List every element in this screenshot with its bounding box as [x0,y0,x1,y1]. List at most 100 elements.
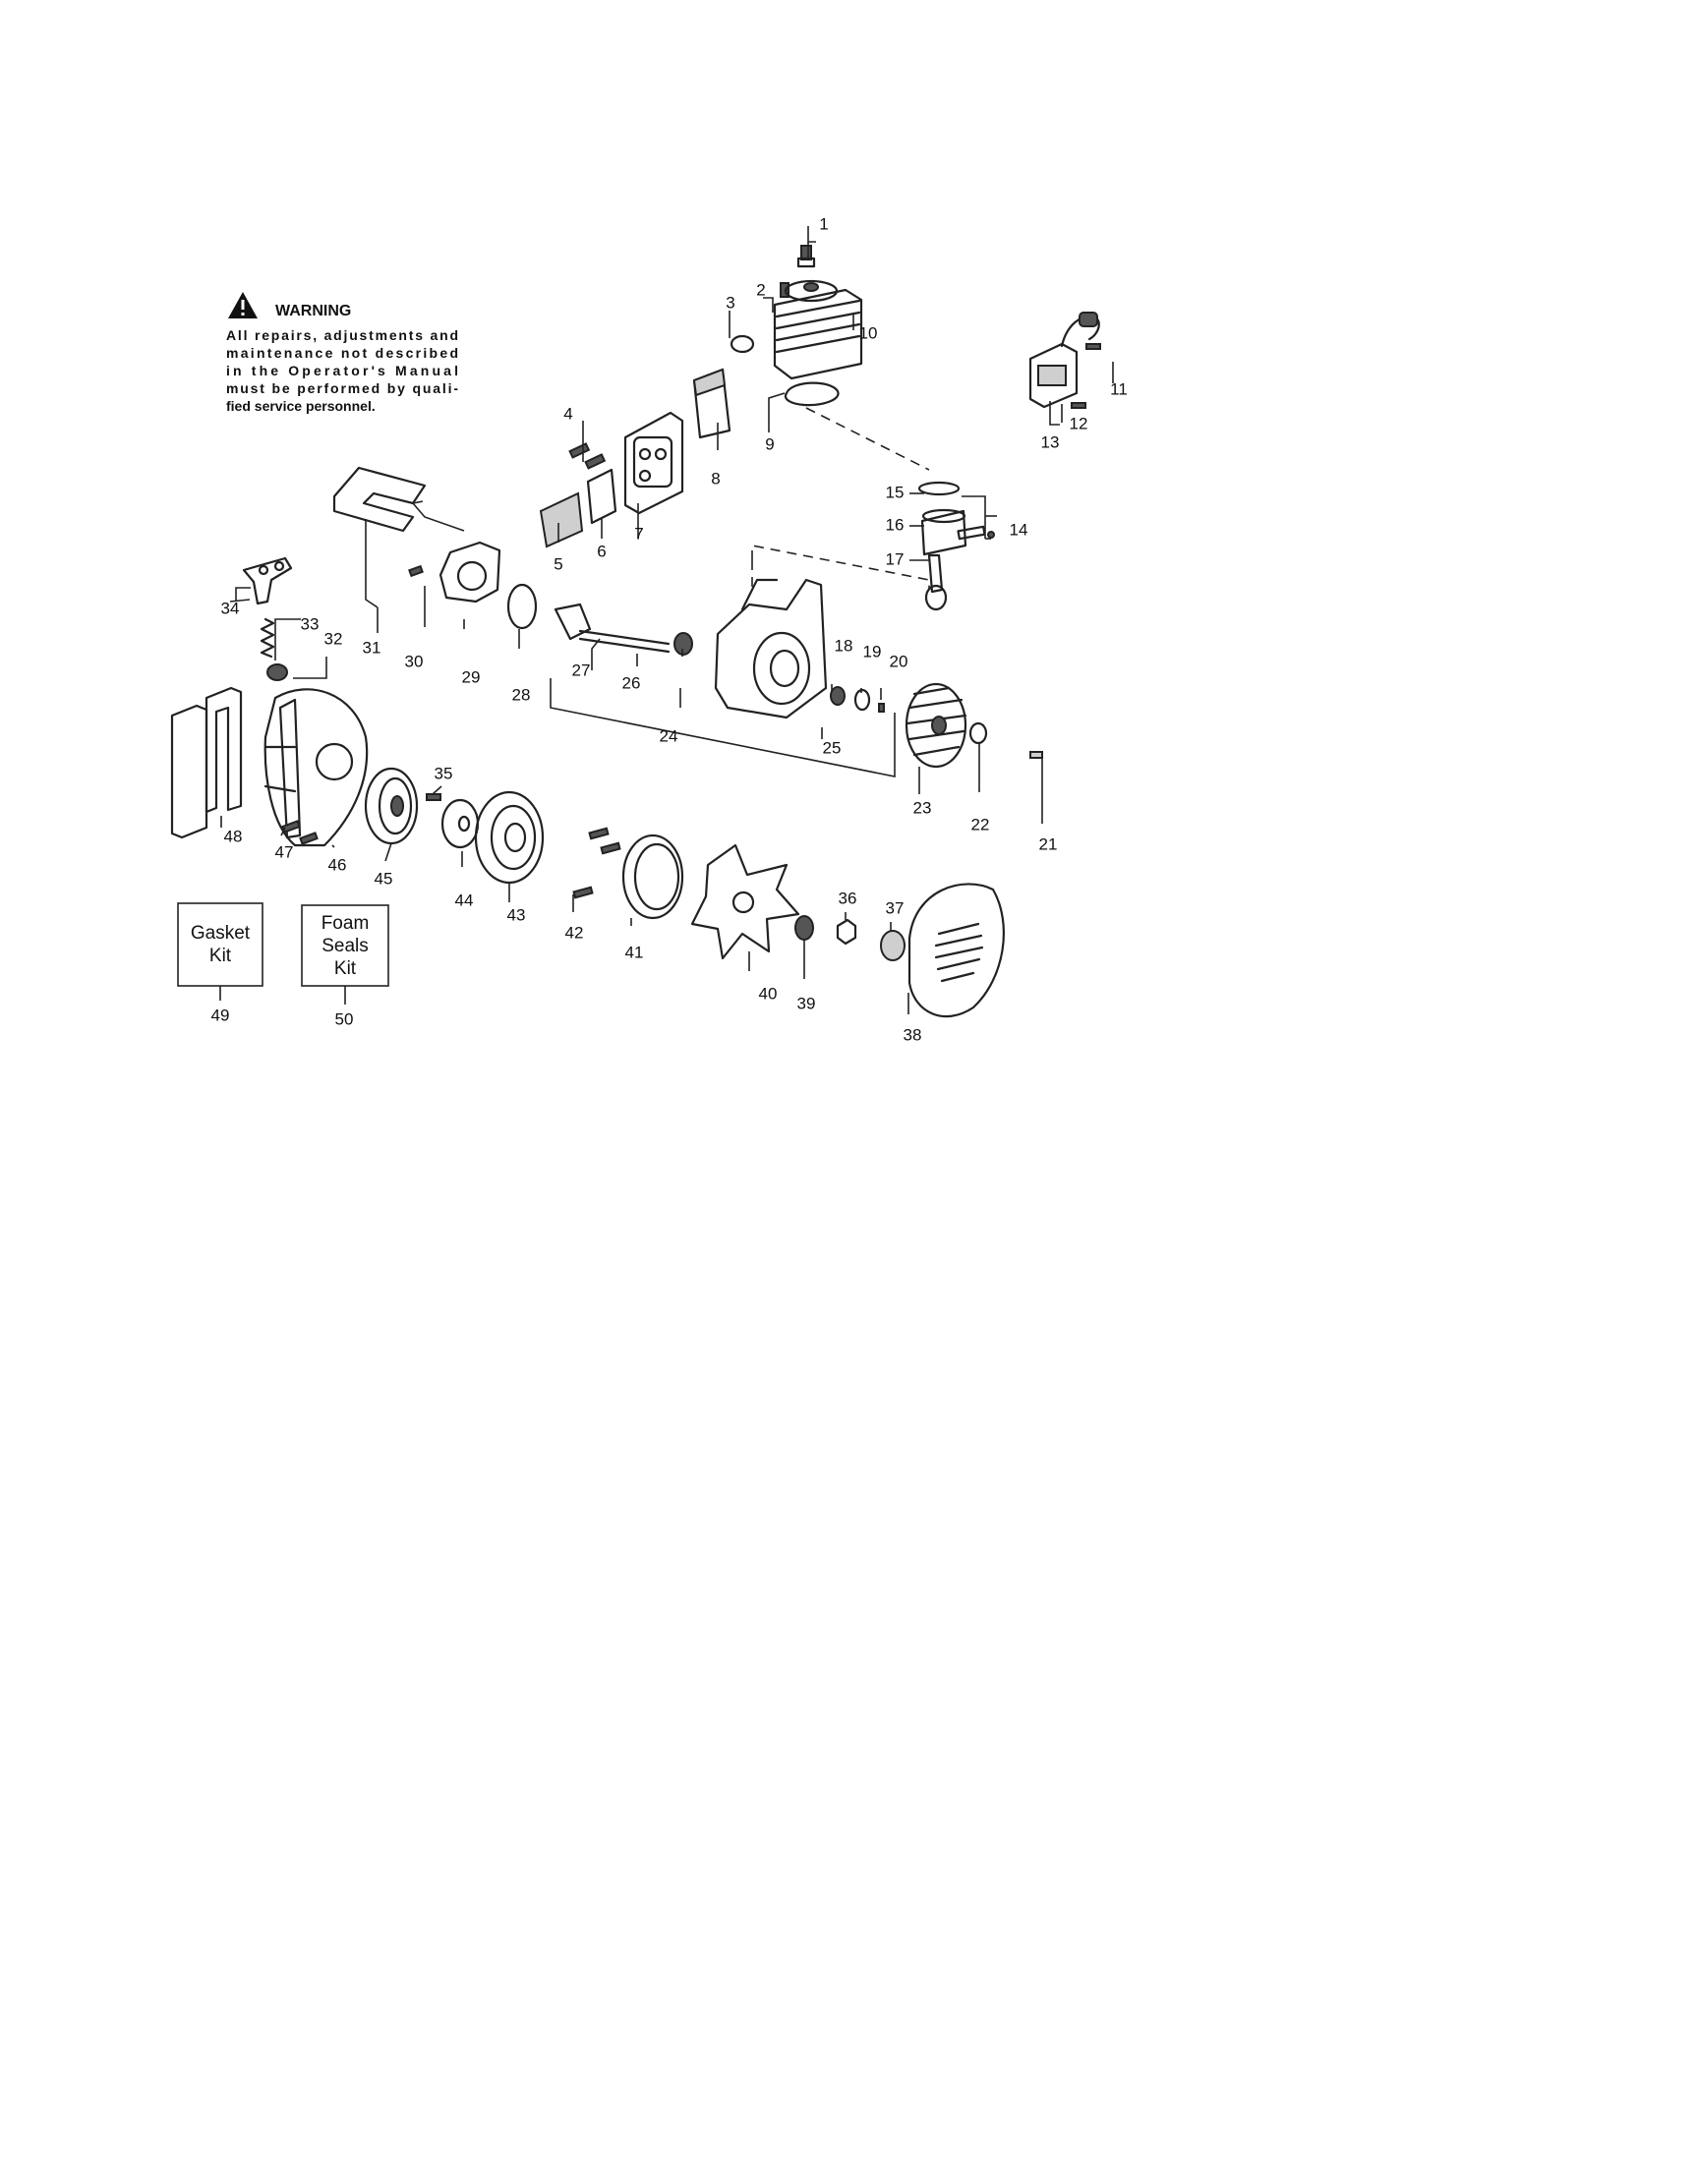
callout-28: 28 [512,685,531,704]
callout-23: 23 [913,798,932,817]
part-38-blower-cover [907,883,1005,1018]
callout-numbers: 1 2 3 4 5 6 7 8 9 10 11 12 13 14 15 16 1… [221,214,1128,1044]
callout-31: 31 [363,638,381,657]
callout-29: 29 [462,667,481,686]
warning-notice: WARNING All repairs, adjustments and mai… [226,292,458,414]
callout-1: 1 [819,214,828,233]
callout-35: 35 [435,764,453,782]
part-1-spark-plug [796,245,816,268]
foam-seals-kit-line-1: Foam [321,913,370,934]
foam-seals-kit-box: Foam Seals Kit 50 [301,904,389,1028]
callout-49: 49 [211,1006,230,1024]
part-14-piston-pin [957,525,995,541]
callout-20: 20 [890,652,908,670]
part-33-spring [260,617,275,659]
part-36-nut [836,918,857,946]
callout-5: 5 [554,554,562,573]
callout-50: 50 [335,1009,354,1028]
callout-22: 22 [971,815,990,833]
callout-4: 4 [563,404,572,423]
part-11-screw [1085,343,1101,350]
callout-36: 36 [839,889,857,907]
callout-24: 24 [660,726,678,745]
part-43-starter-assembly [474,790,545,885]
part-27-crankshaft [554,603,671,654]
callout-32: 32 [324,629,343,648]
callout-19: 19 [863,642,882,661]
part-drawings [170,245,1101,1018]
callout-37: 37 [886,898,905,917]
part-5-muffler-plate [539,491,584,548]
part-25-crankcase [714,578,828,719]
callout-33: 33 [301,614,320,633]
part-22-washer [968,721,988,745]
part-7-muffler [623,411,684,515]
part-44-washer [440,798,480,849]
leader-lines [220,226,1114,1014]
part-17-connecting-rod [924,553,948,611]
part-9-cylinder-gasket [784,381,840,407]
part-26-seal [673,632,693,656]
callout-39: 39 [797,994,816,1012]
callout-16: 16 [886,515,905,534]
gasket-kit-line-1: Gasket [191,923,251,944]
foam-seals-kit-line-3: Kit [334,958,357,979]
callout-2: 2 [756,280,765,299]
part-16-piston [920,508,967,556]
callout-30: 30 [405,652,424,670]
callout-46: 46 [328,855,347,874]
part-31-handle-bracket [332,466,427,533]
part-20-key [878,703,885,713]
foam-seals-kit-line-2: Seals [321,936,369,956]
warning-line-4: must be performed by quali- [226,380,458,396]
part-37-blower-nut [880,930,906,961]
part-8-heat-shield [692,368,731,439]
callout-3: 3 [726,293,734,312]
part-42-screws [572,827,621,899]
callout-12: 12 [1070,414,1088,432]
part-34-choke-knob [242,556,293,605]
part-29-intake-adapter [438,541,501,603]
part-3-small-cap [730,334,755,354]
warning-line-1: All repairs, adjustments and [226,327,458,343]
part-46-blower-housing-half [263,688,369,847]
callout-48: 48 [224,827,243,845]
callout-42: 42 [565,923,584,942]
callout-17: 17 [886,549,905,568]
gasket-kit-line-2: Kit [209,946,232,966]
callout-44: 44 [455,891,474,909]
part-30-screw [408,564,424,578]
part-19-washer [853,688,871,712]
callout-15: 15 [886,483,905,501]
callout-34: 34 [221,599,240,617]
warning-line-3: in the Operator's Manual [226,363,458,378]
callout-27: 27 [572,661,591,679]
part-45-starter-pulley [364,767,419,845]
callout-43: 43 [507,905,526,924]
part-12-screw [1071,402,1086,409]
part-35-screw [426,793,441,801]
part-40-impeller-fan [690,843,800,960]
part-48-foam-seals [170,686,243,839]
part-13-ignition-module [1028,312,1100,409]
part-10-cylinder [773,279,863,380]
callout-8: 8 [711,469,720,488]
part-32-nut [266,663,288,681]
callout-21: 21 [1039,834,1058,853]
part-6-muffler-gasket [586,468,617,525]
part-15-piston-ring [917,481,961,496]
part-21-key [1029,751,1043,759]
warning-title: WARNING [275,303,351,319]
callout-38: 38 [904,1025,922,1044]
callout-6: 6 [597,542,606,560]
callout-41: 41 [625,943,644,961]
gasket-kit-box: Gasket Kit 49 [177,902,263,1024]
callout-10: 10 [859,323,878,342]
callout-47: 47 [275,842,294,861]
callout-9: 9 [765,434,774,453]
warning-line-2: maintenance not described [226,345,458,361]
callout-13: 13 [1041,432,1060,451]
part-39-hub [794,915,814,941]
callout-45: 45 [375,869,393,888]
